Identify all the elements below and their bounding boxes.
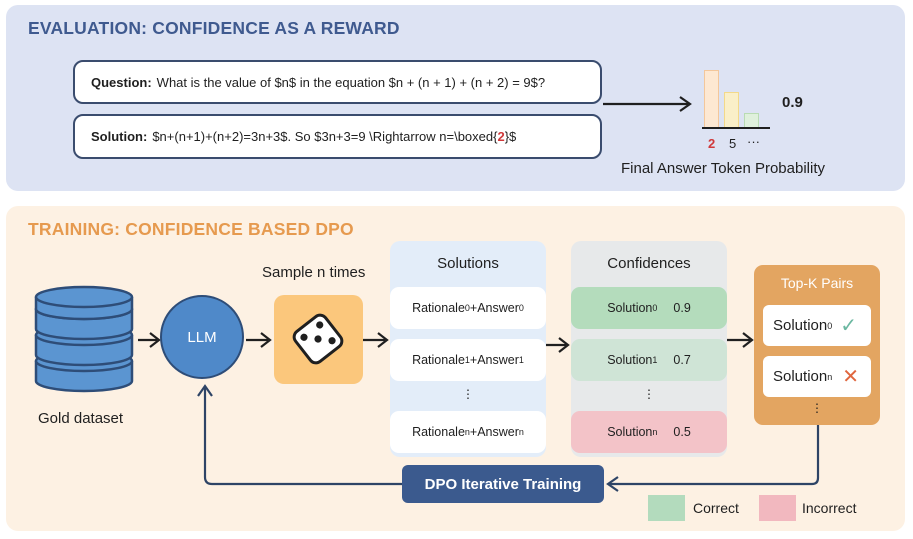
solutions-ellipsis: ⋮ [462,387,474,401]
eval-arrow [603,96,692,112]
database-icon [34,285,134,393]
training-title: TRAINING: CONFIDENCE BASED DPO [28,219,354,239]
probability-value: 0.9 [782,94,803,111]
legend-correct-label: Correct [693,500,739,516]
evaluation-title: EVALUATION: CONFIDENCE AS A REWARD [28,18,400,38]
dpo-label: DPO Iterative Training [424,475,582,493]
solution-answer: 2 [497,129,505,144]
topk-ellipsis: ⋮ [811,401,823,415]
confidences-header: Confidences [607,255,691,272]
solution-label: Solution: [91,129,148,144]
legend-correct-swatch [648,495,685,521]
llm-label: LLM [187,328,217,346]
solution-box: Solution: $n+(n+1)+(n+2)=3n+3$. So $3n+3… [73,114,602,159]
question-text: What is the value of $n$ in the equation… [156,74,546,90]
dataset-label: Gold dataset [38,410,124,427]
question-label: Question: [91,74,152,90]
cross-icon: ✕ [842,366,859,388]
solution-text-post: }$ [504,129,517,144]
legend-incorrect-label: Incorrect [802,500,857,516]
token-label-5: 5 [729,136,737,151]
solution-text-pre: $n+(n+1)+(n+2)=3n+3$. So $3n+3=9 \Righta… [152,129,498,144]
probability-caption: Final Answer Token Probability [621,160,825,177]
token-axis [702,127,770,129]
question-box: Question: What is the value of $n$ in th… [73,60,602,104]
token-label-ellipsis: ··· [747,134,760,149]
token-label-2: 2 [708,136,716,151]
topk-header: Top-K Pairs [780,275,854,291]
check-icon: ✓ [840,315,857,337]
confidences-ellipsis: ⋮ [643,387,655,401]
dice-icon [292,313,344,365]
token-probability-chart [700,70,770,128]
dpo-training-box: DPO Iterative Training [402,465,604,503]
sample-label: Sample n times [262,264,366,281]
legend-incorrect-swatch [759,495,796,521]
llm-node: LLM [160,295,244,379]
solutions-header: Solutions [437,255,499,272]
sampler-node [274,295,363,384]
